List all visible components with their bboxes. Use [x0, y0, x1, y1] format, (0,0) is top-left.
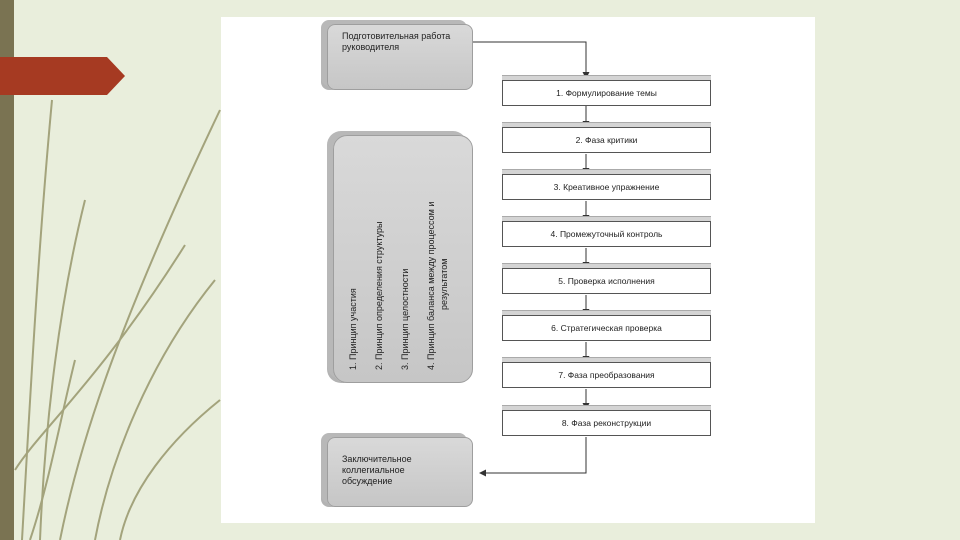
step-8: 8. Фаза реконструкции — [502, 410, 711, 436]
step-6: 6. Стратегическая проверка — [502, 315, 711, 341]
principle-2: 2. Принцип определения структуры — [374, 221, 384, 370]
left-sidebar-strip — [0, 0, 14, 540]
accent-arrow-icon — [0, 57, 125, 95]
grass-decoration — [14, 99, 221, 540]
principles-list: 1. Принцип участия 2. Принцип определени… — [347, 140, 457, 370]
step-4: 4. Промежуточный контроль — [502, 221, 711, 247]
final-discussion-box: Заключительное коллегиальное обсуждение — [327, 437, 473, 507]
step-3: 3. Креативное упражнение — [502, 174, 711, 200]
principle-3: 3. Принцип целостности — [400, 268, 410, 370]
step-2: 2. Фаза критики — [502, 127, 711, 153]
principle-4: 4. Принцип баланса между процессом и — [426, 201, 436, 370]
preparatory-work-label: Подготовительная работа руководителя — [342, 31, 451, 52]
principle-1: 1. Принцип участия — [348, 288, 358, 370]
principle-4-continued: результатом — [439, 258, 449, 310]
step-7: 7. Фаза преобразования — [502, 362, 711, 388]
principles-box — [333, 135, 473, 383]
final-discussion-label: Заключительное коллегиальное обсуждение — [342, 454, 412, 486]
step-5: 5. Проверка исполнения — [502, 268, 711, 294]
preparatory-work-box: Подготовительная работа руководителя — [327, 24, 473, 90]
step-1: 1. Формулирование темы — [502, 80, 711, 106]
